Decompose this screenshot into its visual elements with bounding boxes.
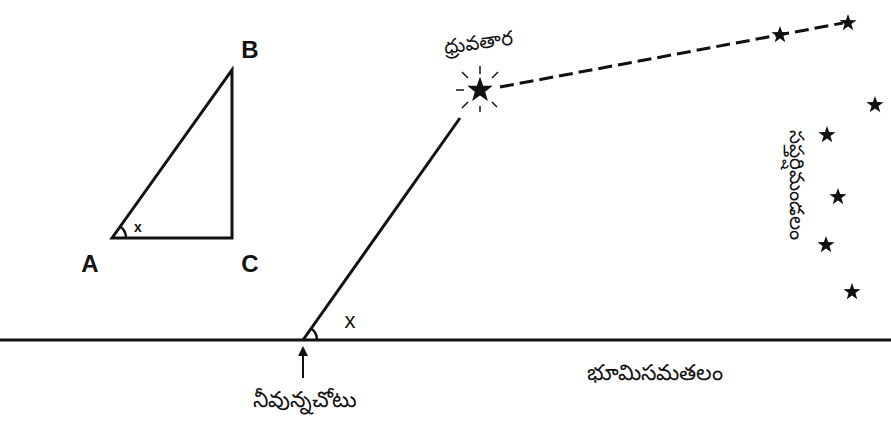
angle-mark: x — [345, 308, 356, 334]
pole-star — [456, 66, 498, 112]
sight-line — [303, 118, 460, 340]
star-name: ధ్రువతార — [442, 25, 514, 58]
vertex-label: C — [241, 250, 258, 279]
right-triangle — [112, 70, 232, 238]
angle-arc — [311, 329, 317, 340]
arrow-head — [298, 346, 308, 356]
ground-line — [0, 339, 891, 342]
place-label: నీవున్నచోటు — [253, 387, 357, 413]
pointer-line — [500, 23, 843, 87]
vertex-label: A — [81, 250, 98, 279]
vertex-label: B — [241, 36, 258, 65]
plane-label: భూమిసమతలం — [587, 360, 723, 386]
angle-mark: x — [134, 219, 142, 236]
constellation-name: సప్తర్షిమండలం — [785, 130, 809, 240]
angle-arc — [120, 227, 126, 238]
constellation-stars — [771, 14, 883, 299]
